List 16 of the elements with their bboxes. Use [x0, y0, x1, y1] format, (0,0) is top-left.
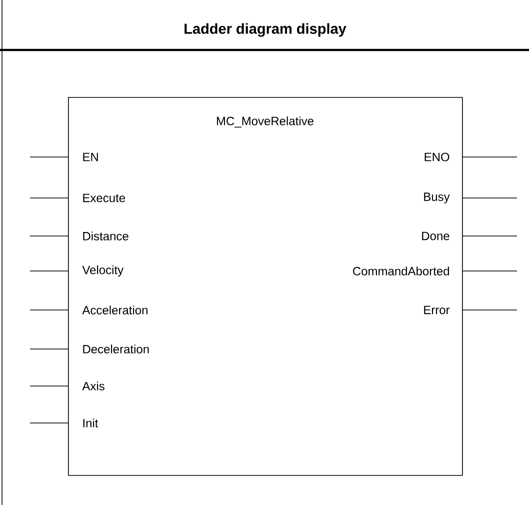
pin-name: ENO [424, 152, 450, 162]
pin-name: Busy [424, 192, 450, 204]
pin-name: Velocity [82, 265, 124, 277]
pin-name: EN [83, 152, 98, 162]
pin-name: Acceleration [82, 306, 148, 314]
pin-name: CommandAborted [353, 266, 450, 276]
pin-name: Error [424, 306, 450, 314]
pin-name: Deceleration [83, 344, 149, 354]
pin-name: Init [83, 418, 98, 428]
title: Ladder diagram display [184, 23, 346, 37]
block-name: MC_MoveRelative [216, 116, 314, 128]
pin-name: Axis [82, 382, 104, 390]
pin-name: Distance [83, 232, 128, 240]
pin-name: Execute [83, 194, 126, 202]
function-block [68, 97, 463, 476]
pin-name: Done [422, 232, 450, 240]
